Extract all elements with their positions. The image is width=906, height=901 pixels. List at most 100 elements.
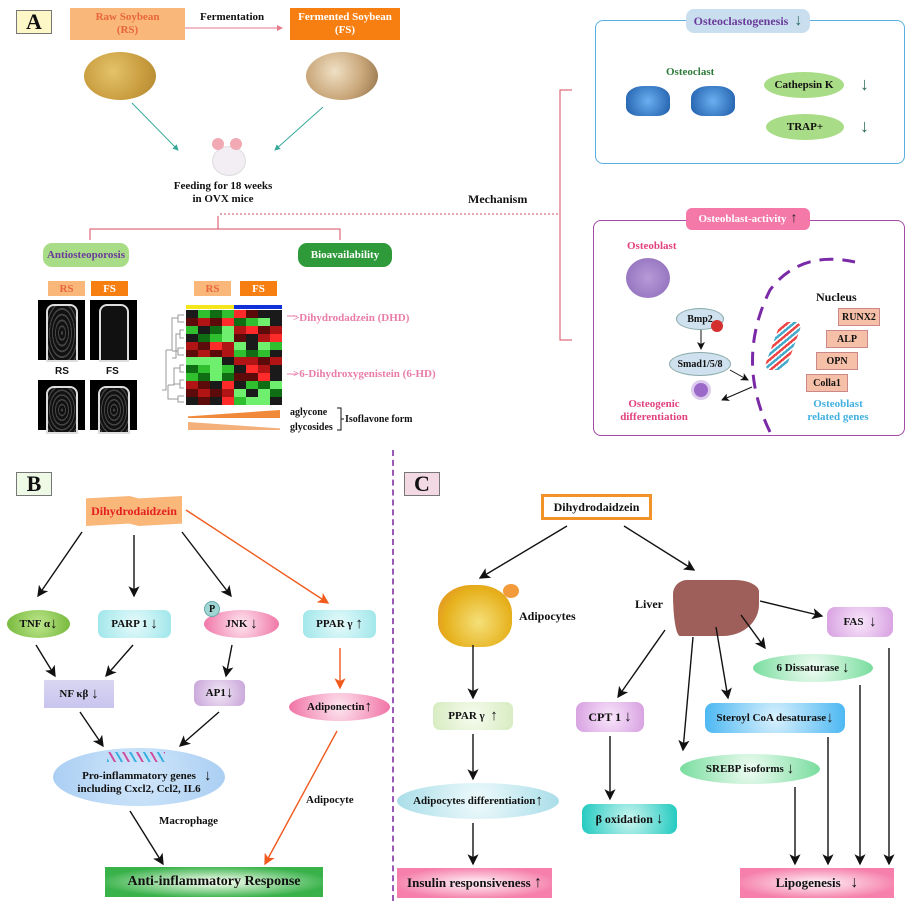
heatmap-cell bbox=[270, 365, 282, 374]
heatmap-cell bbox=[186, 317, 198, 326]
source-to-adipocytes bbox=[478, 525, 568, 579]
heatmap-cell bbox=[186, 373, 198, 382]
beta-oxidation-node: β oxidation ↓ bbox=[582, 804, 677, 834]
raw-soybean-abbr: (RS) bbox=[116, 24, 139, 36]
source-to-liver bbox=[623, 525, 696, 571]
jnk-to-ap1 bbox=[222, 644, 234, 678]
panel-b-label: B bbox=[16, 471, 52, 496]
up-arrow-icon: ↑ bbox=[355, 615, 363, 632]
heatmap-cell bbox=[198, 341, 210, 350]
isoflavone-form-label: Isoflavone form bbox=[345, 414, 413, 425]
heatmap-cell bbox=[270, 333, 282, 342]
dihydrodaidzein-banner: Dihydrodaidzein bbox=[86, 496, 182, 526]
heatmap-cell bbox=[222, 317, 234, 326]
osteogenic-cell-icon bbox=[694, 383, 708, 397]
down-arrow-icon: ↓ bbox=[841, 659, 850, 676]
fs-to-mouse-arrow bbox=[274, 106, 324, 151]
heatmap-cell bbox=[210, 310, 222, 318]
heatmap-cell bbox=[234, 357, 246, 366]
heatmap-cell bbox=[210, 357, 222, 366]
mechanism-label: Mechanism bbox=[468, 192, 528, 206]
raw-soybean-title: Raw Soybean bbox=[95, 11, 160, 23]
heatmap-cell bbox=[258, 389, 270, 398]
lipogenesis-text: Lipogenesis bbox=[775, 875, 841, 890]
heatmap-cell bbox=[246, 333, 258, 342]
anti-inflammatory-response: Anti-inflammatory Response bbox=[105, 867, 323, 897]
fermented-soybean-abbr: (FS) bbox=[334, 24, 356, 36]
heatmap-cell bbox=[222, 333, 234, 342]
heatmap-cell bbox=[210, 325, 222, 334]
down-arrow-icon: ↓ bbox=[225, 684, 234, 701]
heatmap-cell bbox=[186, 325, 198, 334]
down-arrow-icon: ↓ bbox=[250, 615, 258, 632]
heatmap-cell bbox=[270, 381, 282, 390]
heatmap-cell bbox=[210, 317, 222, 326]
glycosides-label: glycosides bbox=[290, 422, 333, 433]
heatmap-cell bbox=[258, 333, 270, 342]
fermented-soybean-image bbox=[306, 52, 378, 100]
beta-ox-text: β oxidation bbox=[595, 811, 653, 826]
osteoblast-genes-label: Osteoblast related genes bbox=[798, 398, 878, 424]
fas-text: FAS bbox=[843, 616, 864, 628]
insulin-text: Insulin responsiveness bbox=[407, 875, 531, 890]
arrow-to-jnk bbox=[181, 531, 232, 598]
heatmap-cell bbox=[234, 349, 246, 358]
heatmap-cell bbox=[246, 373, 258, 382]
heatmap-cell bbox=[270, 397, 282, 405]
up-arrow-icon: ↑ bbox=[535, 792, 543, 809]
heatmap-cell bbox=[234, 341, 246, 350]
heatmap-cell bbox=[258, 365, 270, 374]
heatmap-cell bbox=[186, 365, 198, 374]
trap-pill: TRAP+ bbox=[766, 114, 844, 140]
fermentation-label: Fermentation bbox=[200, 11, 265, 23]
heatmap-cell bbox=[198, 317, 210, 326]
isoflavone-bracket bbox=[337, 407, 344, 431]
gene-colla1: Colla1 bbox=[806, 374, 848, 392]
heatmap-cell bbox=[270, 357, 282, 366]
dna-helix-icon bbox=[107, 752, 165, 762]
heatmap-cell bbox=[258, 349, 270, 358]
heatmap-cell bbox=[246, 325, 258, 334]
outcome-bracket bbox=[89, 216, 341, 240]
heatmap-cell bbox=[258, 317, 270, 326]
liver-image bbox=[673, 580, 759, 636]
cpt1-text: CPT 1 bbox=[588, 709, 622, 724]
dhd-label: >Dihydrodadzein (DHD) bbox=[293, 312, 410, 324]
dihydrodaidzein-box: Dihydrodaidzein bbox=[541, 494, 652, 520]
heatmap-cell bbox=[198, 333, 210, 342]
heatmap-cell bbox=[198, 310, 210, 318]
fas-node: FAS ↓ bbox=[827, 607, 893, 637]
osteoclast-label: Osteoclast bbox=[666, 66, 715, 78]
heatmap-cell bbox=[234, 333, 246, 342]
heatmap-cell bbox=[258, 373, 270, 382]
heatmap-cell bbox=[270, 310, 282, 318]
genes-line1: Osteoblast bbox=[813, 398, 863, 410]
heatmap-cell bbox=[186, 341, 198, 350]
liver-to-steroyl bbox=[715, 626, 732, 700]
adipocytes-differentiation-node: Adipocytes differentiation↑ bbox=[397, 783, 559, 819]
mechanism-bracket bbox=[559, 89, 572, 341]
heatmap-group-bar bbox=[186, 305, 282, 309]
heatmap-cell bbox=[186, 310, 198, 318]
heatmap-cell bbox=[222, 310, 234, 318]
genes-line2-b: including Cxcl2, Ccl2, IL6 bbox=[77, 783, 201, 795]
heatmap-cell bbox=[186, 357, 198, 366]
heatmap-cell bbox=[198, 365, 210, 374]
ppar-b-text: PPAR γ bbox=[316, 618, 353, 630]
up-arrow-icon: ↑ bbox=[790, 211, 798, 226]
heatmap-cell bbox=[210, 341, 222, 350]
osteogenic-differentiation-label: Osteogenic differentiation bbox=[616, 398, 692, 424]
6hd-label: >6-Dihydroxygenistein (6-HD) bbox=[293, 368, 436, 380]
ap1-text: AP1 bbox=[205, 687, 226, 699]
genes-line2: related genes bbox=[807, 411, 869, 423]
heatmap-cell bbox=[234, 317, 246, 326]
heatmap-cell bbox=[198, 389, 210, 398]
ppar-node-b: PPAR γ ↑ bbox=[303, 610, 376, 638]
srebp-node: SREBP isoforms ↓ bbox=[680, 754, 820, 784]
ppar-node-c: PPAR γ ↑ bbox=[433, 702, 513, 730]
heatmap-cell bbox=[222, 389, 234, 398]
heatmap-cell bbox=[210, 333, 222, 342]
ppar-c-text: PPAR γ bbox=[448, 710, 485, 722]
heatmap-cell bbox=[186, 381, 198, 390]
heatmap-cell bbox=[222, 397, 234, 405]
